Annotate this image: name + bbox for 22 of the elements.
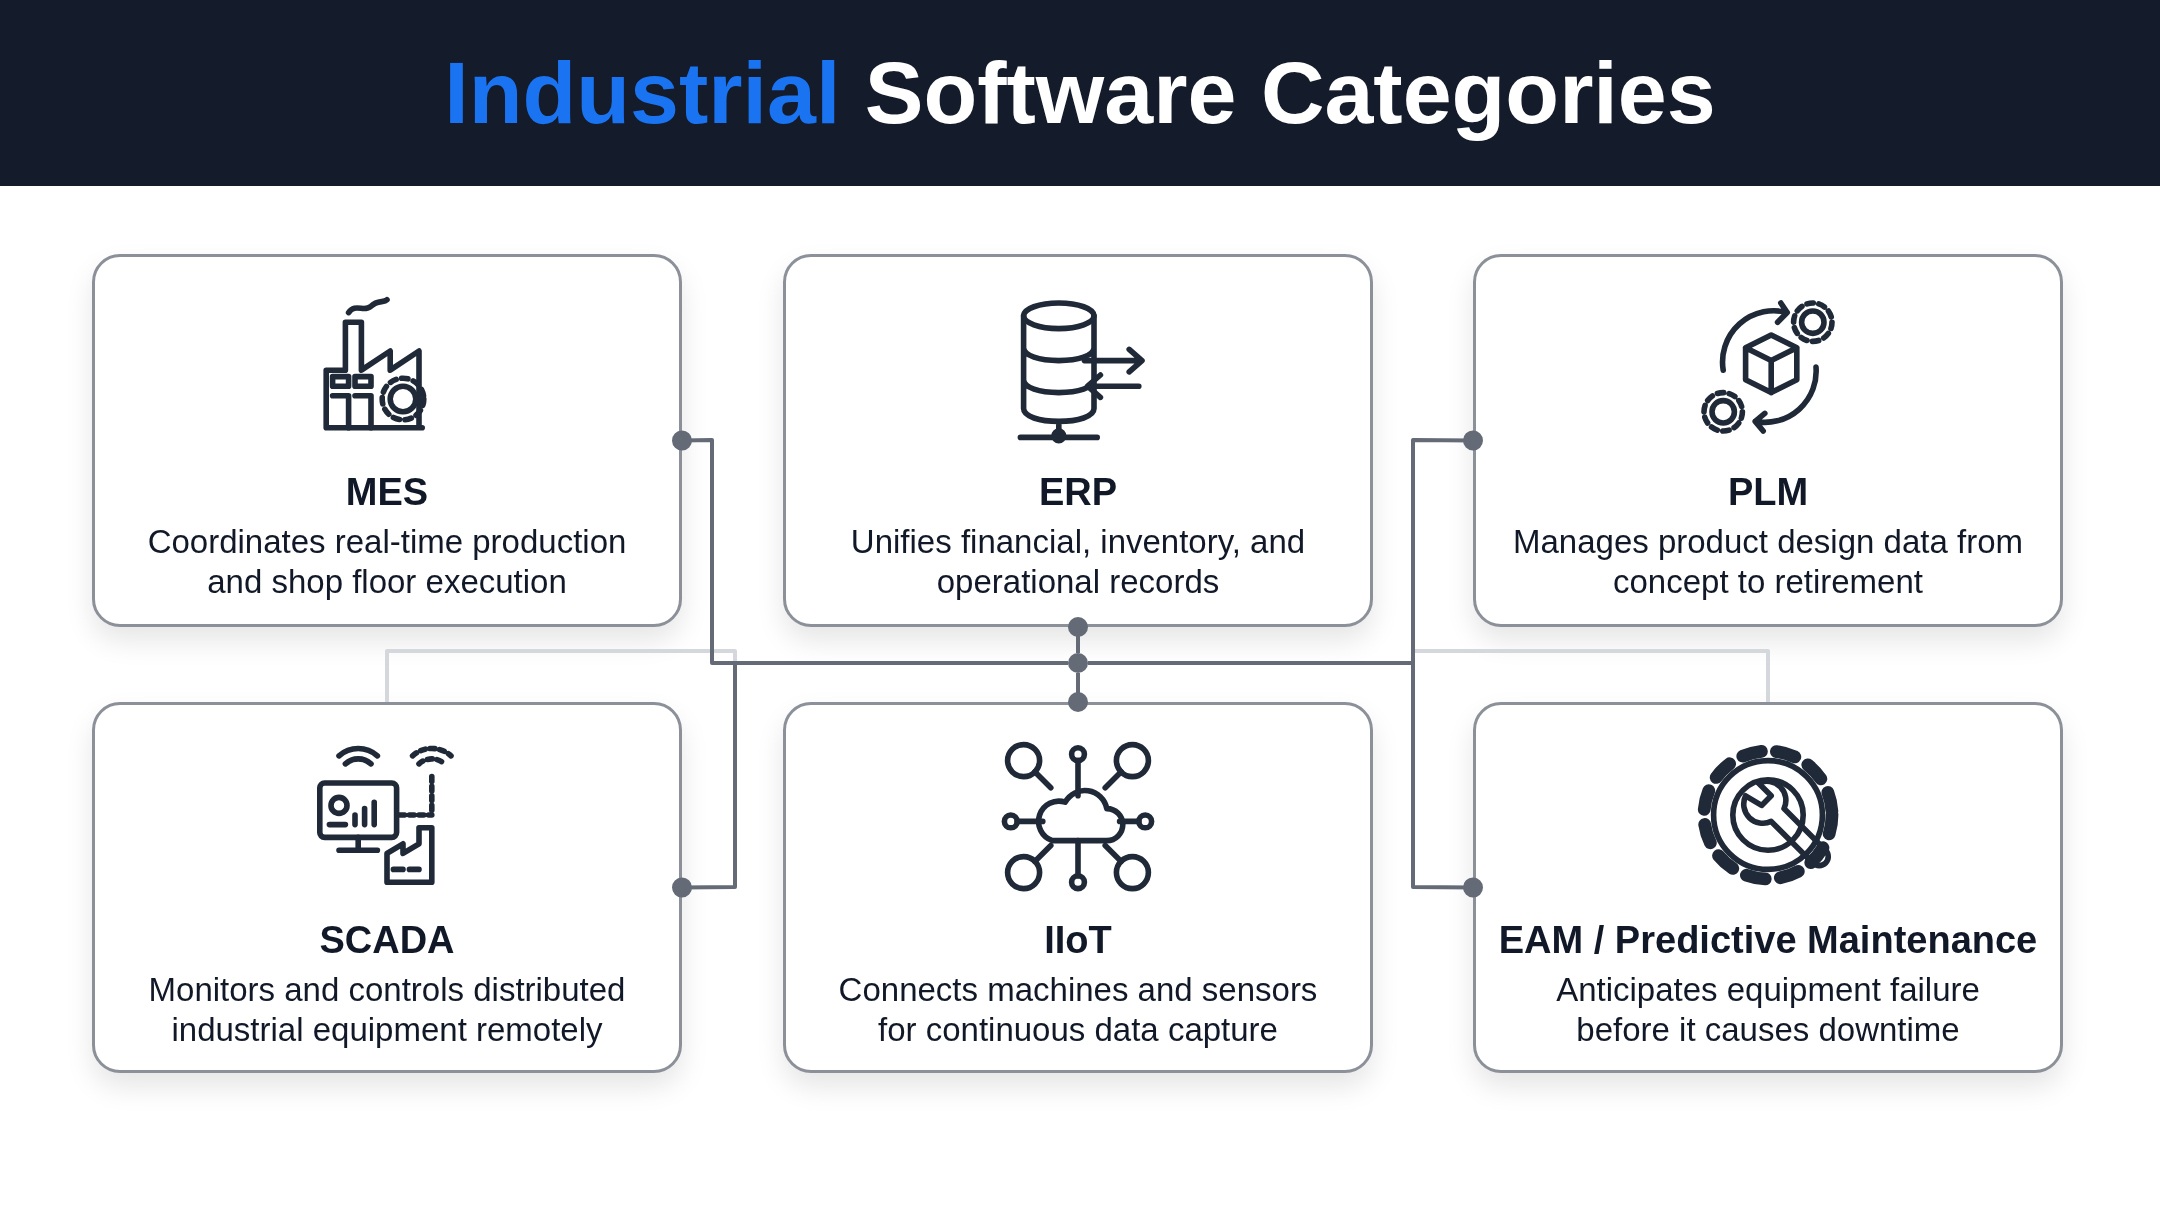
card-heading: EAM / Predictive Maintenance bbox=[1498, 919, 2038, 962]
card-heading: ERP bbox=[1038, 471, 1118, 514]
card-heading: IIoT bbox=[1044, 919, 1112, 962]
category-card bbox=[92, 702, 682, 1073]
card-description: Coordinates real-time production and shop floor execution bbox=[146, 522, 628, 602]
card-description: Anticipates equipment failure before it causes downtime bbox=[1555, 970, 1981, 1050]
category-card bbox=[1473, 702, 2063, 1073]
connector-line bbox=[1068, 617, 1088, 653]
card-heading: SCADA bbox=[319, 919, 455, 962]
category-card bbox=[783, 254, 1373, 627]
title: Industrial Software Categories bbox=[443, 42, 1717, 144]
card-heading: PLM bbox=[1727, 471, 1809, 514]
card-description: Connects machines and sensors for continuous data capture bbox=[837, 970, 1319, 1050]
hub-dot bbox=[1068, 653, 1088, 673]
category-card bbox=[783, 702, 1373, 1073]
card-description: Unifies financial, inventory, and operational records bbox=[849, 522, 1307, 602]
card-description: Manages product design data from concept to retirement bbox=[1512, 522, 2024, 602]
card-description: Monitors and controls distributed industrial equipment remotely bbox=[147, 970, 627, 1050]
category-card bbox=[92, 254, 682, 627]
connector-line bbox=[1068, 673, 1088, 712]
category-card bbox=[1473, 254, 2063, 627]
card-heading: MES bbox=[345, 471, 429, 514]
